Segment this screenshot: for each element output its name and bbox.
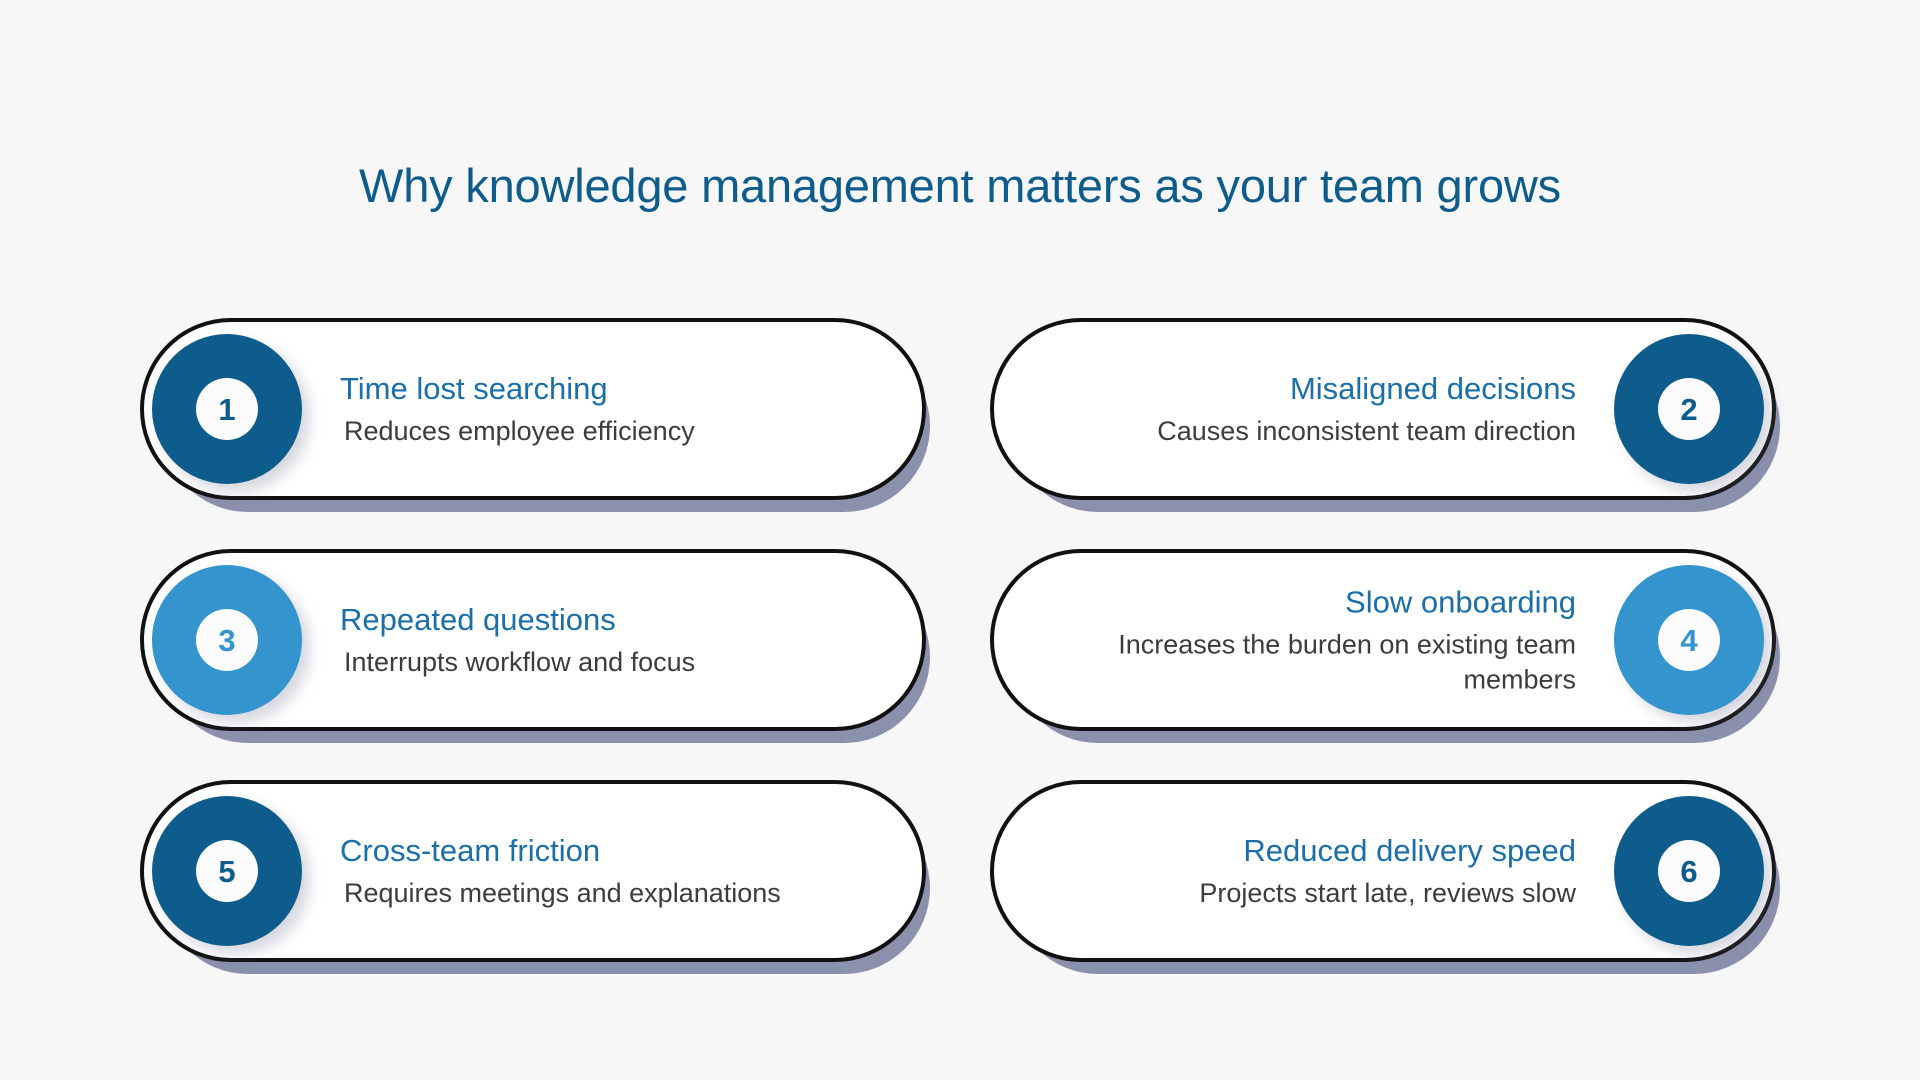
card-title: Misaligned decisions xyxy=(1289,371,1576,407)
card-title: Time lost searching xyxy=(340,371,608,407)
badge-wrapper: 2 xyxy=(1614,334,1772,492)
step-number-badge: 2 xyxy=(1614,334,1764,484)
step-number-badge: 4 xyxy=(1614,565,1764,715)
card-description: Reduces employee efficiency xyxy=(344,415,695,446)
step-number-label: 1 xyxy=(196,378,258,440)
step-number-label: 4 xyxy=(1658,609,1720,671)
badge-wrapper: 1 xyxy=(152,334,310,492)
card-title: Repeated questions xyxy=(340,602,616,638)
card-description: Requires meetings and explanations xyxy=(344,877,781,908)
step-number-label: 6 xyxy=(1658,840,1720,902)
step-number-badge: 1 xyxy=(152,334,302,484)
card-title: Reduced delivery speed xyxy=(1243,833,1576,869)
badge-wrapper: 5 xyxy=(152,796,310,954)
step-number-label: 2 xyxy=(1658,378,1720,440)
badge-wrapper: 4 xyxy=(1614,565,1772,723)
step-number-label: 5 xyxy=(196,840,258,902)
badge-wrapper: 3 xyxy=(152,565,310,723)
step-number-badge: 6 xyxy=(1614,796,1764,946)
step-number-label: 3 xyxy=(196,609,258,671)
page-title: Why knowledge management matters as your… xyxy=(359,159,1561,212)
card-description: Interrupts workflow and focus xyxy=(344,646,696,677)
badge-wrapper: 6 xyxy=(1614,796,1772,954)
step-number-badge: 5 xyxy=(152,796,302,946)
step-number-badge: 3 xyxy=(152,565,302,715)
card-description: Increases the burden on existing team me… xyxy=(1118,629,1576,695)
card-title: Slow onboarding xyxy=(1345,584,1576,620)
card-title: Cross-team friction xyxy=(340,833,601,869)
card-description: Projects start late, reviews slow xyxy=(1199,877,1576,908)
card-description: Causes inconsistent team direction xyxy=(1157,415,1576,446)
